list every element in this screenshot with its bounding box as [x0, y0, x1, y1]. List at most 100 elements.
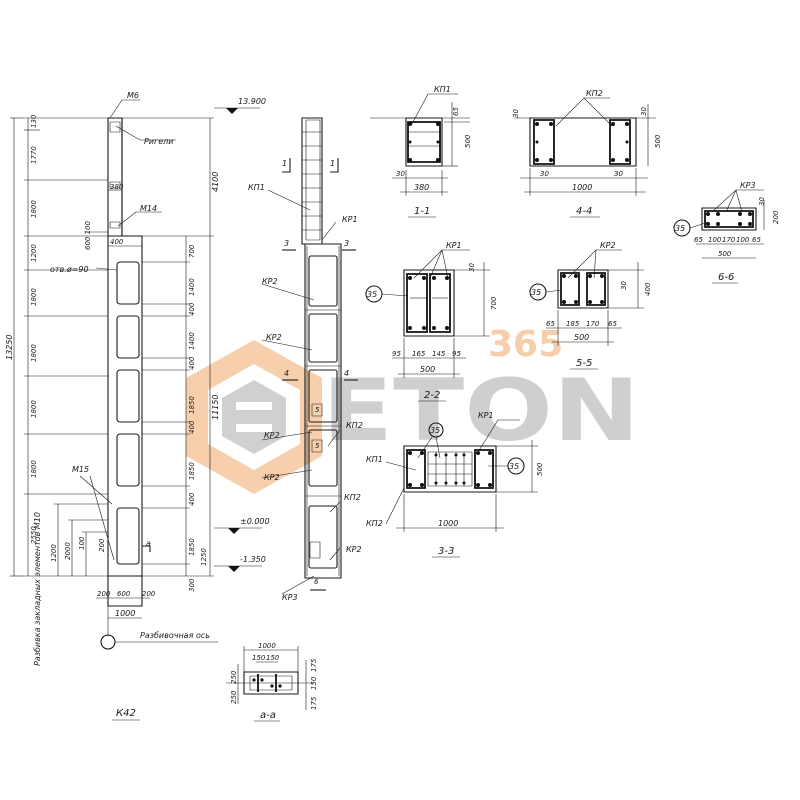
svg-text:600: 600: [117, 590, 131, 598]
svg-text:КП2: КП2: [346, 421, 363, 430]
dim-base-total: 1000: [115, 609, 135, 618]
section-5-5: КР2 35 30 400 65 185 170 65 500 5-5: [530, 241, 652, 369]
section-4-4: КП2 30 30 500 30 30 1000 4-4: [512, 89, 662, 217]
svg-text:КР1: КР1: [342, 215, 358, 224]
svg-text:400: 400: [188, 492, 196, 506]
svg-text:95: 95: [392, 350, 401, 358]
svg-text:1: 1: [330, 159, 335, 168]
section-3-3-label-kp1: КП1: [366, 455, 383, 464]
svg-text:250: 250: [230, 690, 238, 704]
column-head: [108, 118, 122, 236]
svg-text:КР2: КР2: [266, 333, 282, 342]
svg-text:35: 35: [531, 288, 541, 297]
svg-text:65: 65: [452, 107, 460, 116]
section-2-2: КР1 35 30 700 95 165 145 95 500 2-2: [366, 241, 498, 401]
svg-text:1800: 1800: [30, 200, 38, 218]
section-3-3-label-kp2: КП2: [366, 519, 383, 528]
svg-text:КР2: КР2: [346, 545, 362, 554]
dim-200: 200: [98, 538, 106, 552]
marker-rigel: Ригели: [144, 137, 173, 146]
svg-text:150: 150: [310, 676, 318, 690]
svg-text:КР2: КР2: [264, 473, 280, 482]
svg-text:КР2: КР2: [264, 431, 280, 440]
svg-text:30: 30: [540, 170, 549, 178]
svg-text:175: 175: [310, 658, 318, 672]
opening: [117, 262, 139, 304]
svg-text:1800: 1800: [30, 460, 38, 478]
column-base: [108, 576, 142, 606]
svg-text:35: 35: [509, 462, 519, 471]
svg-text:500: 500: [536, 462, 544, 476]
svg-text:95: 95: [452, 350, 461, 358]
marker-m6: М6: [127, 91, 139, 100]
svg-text:2000: 2000: [64, 542, 72, 560]
section-1-1-label: КП1: [434, 85, 451, 94]
svg-text:3: 3: [284, 239, 289, 248]
opening: [117, 434, 139, 486]
svg-text:1800: 1800: [30, 288, 38, 306]
svg-text:100: 100: [736, 236, 750, 244]
svg-text:500: 500: [654, 134, 662, 148]
section-3-3-title: 3-3: [438, 546, 454, 557]
elev-zero: ±0.000: [240, 517, 270, 526]
svg-text:5: 5: [315, 406, 320, 414]
svg-text:130: 130: [30, 114, 38, 128]
section-4-4-label: КП2: [586, 89, 603, 98]
svg-text:380: 380: [414, 183, 429, 192]
svg-text:2550: 2550: [30, 526, 38, 544]
watermark: ETON 365: [186, 324, 640, 494]
svg-text:175: 175: [310, 696, 318, 710]
svg-text:65: 65: [608, 320, 617, 328]
svg-text:КР2: КР2: [262, 277, 278, 286]
svg-text:30: 30: [758, 197, 766, 206]
dim-top-right: 4100: [211, 172, 220, 192]
svg-text:300: 300: [188, 578, 196, 592]
svg-text:100: 100: [708, 236, 722, 244]
watermark-prefix: 365: [488, 324, 563, 365]
svg-text:30: 30: [614, 170, 623, 178]
svg-text:30: 30: [620, 281, 628, 290]
svg-text:1000: 1000: [438, 519, 458, 528]
svg-text:30: 30: [468, 263, 476, 272]
svg-text:1200: 1200: [30, 244, 38, 262]
svg-text:500: 500: [420, 365, 435, 374]
column-elevation: 13250 130 1770 1800 1200 1800 1800 1800 …: [5, 91, 270, 720]
svg-text:1000: 1000: [258, 642, 276, 650]
hole-note: отв.ø=90: [50, 265, 89, 274]
svg-text:100: 100: [78, 536, 86, 550]
svg-text:1: 1: [282, 159, 287, 168]
svg-text:65: 65: [752, 236, 761, 244]
svg-text:150: 150: [266, 654, 280, 662]
svg-text:170: 170: [722, 236, 736, 244]
svg-text:1250: 1250: [200, 548, 208, 566]
marker-m15: М15: [72, 465, 89, 474]
svg-text:1200: 1200: [50, 544, 58, 562]
svg-text:КП2: КП2: [344, 493, 361, 502]
section-4-4-title: 4-4: [576, 206, 592, 217]
svg-text:400: 400: [644, 282, 652, 296]
section-1-1-title: 1-1: [414, 206, 430, 217]
section-3-3: 35 35 КР1 КП1 КП2 500 1000 3-3: [366, 411, 544, 557]
svg-text:200: 200: [97, 590, 111, 598]
svg-text:170: 170: [586, 320, 600, 328]
column-body: [108, 236, 142, 576]
svg-text:145: 145: [432, 350, 446, 358]
section-3-3-label-kr1: КР1: [478, 411, 494, 420]
svg-text:700: 700: [188, 244, 196, 258]
section-2-2-title: 2-2: [424, 390, 440, 401]
svg-text:185: 185: [566, 320, 580, 328]
section-1-1: 65 500 КП1 30 380 1-1: [370, 85, 472, 217]
dims-600-100: 600 100: [84, 221, 92, 250]
svg-text:30: 30: [512, 109, 520, 118]
svg-text:35: 35: [675, 224, 685, 233]
opening: [117, 370, 139, 422]
section-2-2-label: КР1: [446, 241, 462, 250]
svg-text:200: 200: [772, 210, 780, 224]
svg-text:1850: 1850: [188, 396, 196, 414]
drawing-title: К42: [116, 708, 136, 719]
svg-text:1000: 1000: [572, 183, 592, 192]
svg-text:6: 6: [314, 578, 319, 586]
elev-top: 13.900: [238, 97, 266, 106]
elev-bottom: -1.350: [240, 555, 266, 564]
watermark-logo-icon: [186, 340, 322, 494]
